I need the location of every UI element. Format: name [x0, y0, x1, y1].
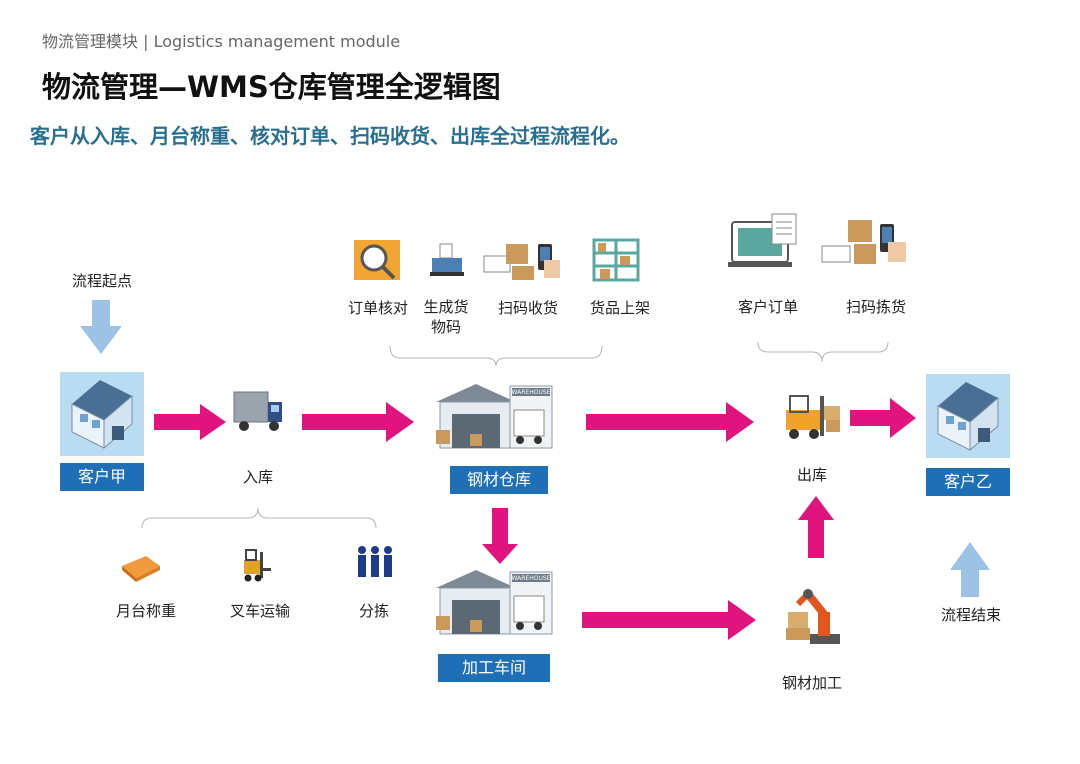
- step-platform-weighing: 月台称重: [115, 602, 176, 620]
- processing-workshop-icon: WAREHOUSE: [436, 570, 553, 635]
- outbound-forklift-icon: [786, 395, 840, 439]
- customer-a-badge: 客户甲: [60, 463, 144, 491]
- flow-arrow-outbound-to-customer-b: [850, 398, 916, 438]
- sorting-workers-icon: [358, 546, 392, 577]
- start-label: 流程起点: [71, 272, 132, 290]
- customer-b-badge: 客户乙: [926, 468, 1010, 496]
- flow-arrow-inbound-to-warehouse: [302, 402, 414, 442]
- workshop-badge: 加工车间: [438, 654, 550, 682]
- step-customer-order: 客户订单: [737, 298, 798, 316]
- order-check-magnifier-icon: [354, 240, 400, 280]
- outbound-label: 出库: [796, 466, 827, 484]
- scan-receive-icon: [483, 244, 560, 280]
- step-scan-pick: 扫码拣货: [845, 298, 906, 316]
- outbound-steps-bracket: [757, 341, 889, 363]
- flow-arrow-processing-to-outbound: [798, 496, 834, 558]
- robot-arm-icon: [786, 589, 840, 644]
- warehouse-sign-2: WAREHOUSE: [512, 575, 551, 582]
- flow-arrow-warehouse-to-workshop: [482, 508, 518, 564]
- forklift-icon: [244, 549, 271, 582]
- truck-icon: [233, 391, 282, 431]
- customer-b-building-icon: [926, 374, 1010, 458]
- end-up-arrow-icon: [950, 542, 990, 597]
- module-label: 物流管理模块 | Logistics management module: [42, 32, 401, 51]
- processing-label: 钢材加工: [781, 674, 842, 692]
- label-printer-icon: [430, 243, 464, 276]
- inbound-label: 入库: [242, 468, 273, 486]
- step-order-check: 订单核对: [347, 299, 408, 317]
- warehouse-sign-1: WAREHOUSE: [512, 389, 551, 396]
- flow-arrow-customer-to-inbound: [154, 404, 226, 440]
- steel-warehouse-icon: WAREHOUSE: [436, 384, 553, 449]
- platform-scale-icon: [122, 556, 160, 582]
- start-down-arrow-icon: [80, 300, 122, 354]
- customer-order-screen-icon: [728, 213, 797, 267]
- inbound-steps-bracket: [141, 507, 377, 529]
- step-shelving: 货品上架: [589, 299, 650, 317]
- end-label: 流程结束: [940, 606, 1001, 624]
- flow-arrow-workshop-to-processing: [582, 600, 756, 640]
- flow-arrow-warehouse-to-outbound: [586, 402, 754, 442]
- warehouse-badge: 钢材仓库: [450, 466, 548, 494]
- warehouse-steps-bracket: [389, 345, 603, 367]
- page-title: 物流管理—WMS仓库管理全逻辑图: [42, 70, 501, 104]
- step-forklift-transport: 叉车运输: [229, 602, 290, 620]
- step-scan-receive: 扫码收货: [497, 299, 558, 317]
- customer-a-building-icon: [60, 372, 144, 456]
- shelving-icon: [592, 238, 640, 282]
- page-subtitle: 客户从入库、月台称重、核对订单、扫码收货、出库全过程流程化。: [30, 124, 630, 148]
- scan-pick-icon: [821, 220, 906, 264]
- step-generate-code: 生成货 物码: [423, 298, 469, 336]
- step-sorting: 分拣: [358, 602, 389, 620]
